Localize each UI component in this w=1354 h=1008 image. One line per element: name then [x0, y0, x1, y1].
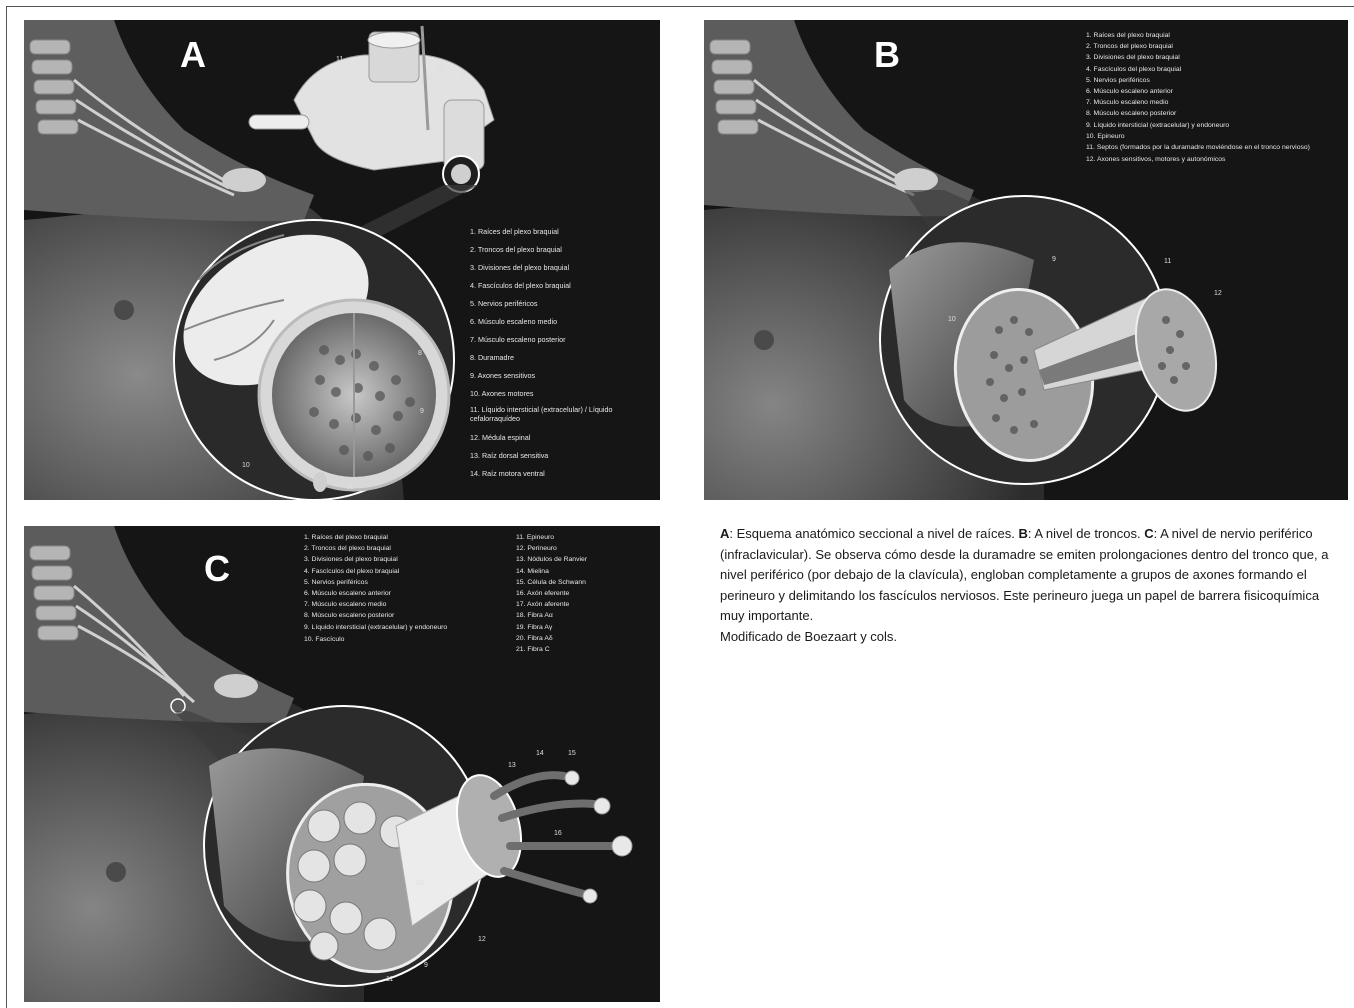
legend-item: 5. Nervios periféricos — [1086, 75, 1342, 86]
figure-caption: A: Esquema anatómico seccional a nivel d… — [720, 524, 1344, 647]
legend-item: 11. Septos (formados por la duramadre mo… — [1086, 143, 1342, 152]
panel-c-callout-12: 12 — [478, 936, 486, 943]
legend-item: 13. Raíz dorsal sensitiva — [470, 447, 650, 465]
legend-item: 2. Troncos del plexo braquial — [1086, 41, 1342, 52]
legend-item: 20. Fibra Aδ — [516, 633, 636, 644]
panel-c-callout-14: 14 — [536, 750, 544, 757]
page-frame-left — [6, 6, 7, 1008]
panel-a-callout-9: 9 — [420, 408, 424, 415]
legend-item: 15. Célula de Schwann — [516, 577, 636, 588]
legend-item: 10. Axones motores — [470, 385, 650, 403]
legend-item: 1. Raíces del plexo braquial — [304, 532, 490, 543]
panel-a-legend: 1. Raíces del plexo braquial 2. Troncos … — [470, 223, 650, 483]
legend-item: 18. Fibra Aα — [516, 610, 636, 621]
caption-text-b: : A nivel de troncos. — [1028, 526, 1144, 541]
legend-item: 7. Músculo escaleno medio — [304, 599, 490, 610]
panel-b-legend: 1. Raíces del plexo braquial 2. Troncos … — [1086, 30, 1342, 165]
caption-label-b: B — [1018, 526, 1027, 541]
panel-a-callout-11-top: 11 — [336, 56, 343, 63]
legend-item: 4. Fascículos del plexo braquial — [304, 566, 490, 577]
caption-label-a: A — [720, 526, 729, 541]
panel-b-callout-11: 11 — [1164, 258, 1171, 265]
legend-item: 7. Músculo escaleno posterior — [470, 331, 650, 349]
legend-item: 5. Nervios periféricos — [304, 577, 490, 588]
panel-b-letter: B — [874, 34, 900, 76]
legend-item: 10. Fascículo — [304, 634, 490, 645]
legend-item: 1. Raíces del plexo braquial — [470, 223, 650, 241]
legend-item: 12. Perineuro — [516, 543, 636, 554]
legend-item: 10. Epineuro — [1086, 131, 1342, 142]
panel-a-callout-11: 11 — [346, 484, 353, 491]
legend-item: 3. Divisiones del plexo braquial — [470, 259, 650, 277]
panel-c-callout-15: 15 — [568, 750, 576, 757]
legend-item: 13. Nódulos de Ranvier — [516, 554, 636, 565]
legend-item: 5. Nervios periféricos — [470, 295, 650, 313]
panel-b: B 9 10 11 12 1. Raíces del plexo braquia… — [704, 20, 1348, 500]
panel-b-callout-12: 12 — [1214, 290, 1222, 297]
legend-item: 9. Líquido intersticial (extracelular) y… — [1086, 120, 1342, 131]
legend-item: 17. Axón aferente — [516, 599, 636, 610]
legend-item: 1. Raíces del plexo braquial — [1086, 30, 1342, 41]
legend-item: 21. Fibra C — [516, 644, 636, 655]
legend-item: 11. Epineuro — [516, 532, 636, 543]
legend-item: 3. Divisiones del plexo braquial — [304, 554, 490, 565]
panel-c-callout-10: 10 — [416, 880, 424, 887]
panel-c-legend-left: 1. Raíces del plexo braquial 2. Troncos … — [304, 532, 490, 645]
panel-a-callout-8: 8 — [418, 350, 422, 357]
legend-item: 9. Líquido intersticial (extracelular) y… — [304, 623, 490, 632]
panel-c-callout-13: 13 — [508, 762, 516, 769]
panel-a-callout-8-top: 8 — [462, 72, 466, 79]
legend-item: 14. Raíz motora ventral — [470, 465, 650, 483]
legend-item: 16. Axón eferente — [516, 588, 636, 599]
panel-c-callout-11: 11 — [386, 976, 393, 983]
legend-item: 11. Líquido intersticial (extracelular) … — [470, 405, 650, 423]
legend-item: 12. Médula espinal — [470, 429, 650, 447]
legend-item: 2. Troncos del plexo braquial — [304, 543, 490, 554]
panel-a-letter: A — [180, 34, 206, 76]
panel-c-letter: C — [204, 548, 230, 590]
legend-item: 14. Mielina — [516, 566, 636, 577]
legend-item: 9. Axones sensitivos — [470, 367, 650, 385]
panel-c-callout-16: 16 — [554, 830, 562, 837]
legend-item: 12. Axones sensitivos, motores y autonóm… — [1086, 154, 1342, 165]
legend-item: 19. Fibra Aγ — [516, 622, 636, 633]
caption-body: A: Esquema anatómico seccional a nivel d… — [720, 524, 1344, 627]
legend-item: 4. Fascículos del plexo braquial — [470, 277, 650, 295]
panel-b-callout-9: 9 — [1052, 256, 1056, 263]
legend-item: 6. Músculo escaleno anterior — [1086, 86, 1342, 97]
page-frame-top — [6, 6, 1354, 7]
panel-b-callout-10: 10 — [948, 316, 956, 323]
panel-c-legend-right: 11. Epineuro 12. Perineuro 13. Nódulos d… — [516, 532, 636, 655]
panel-c: C 10 11 12 9 13 14 15 16 1. Raíces del p… — [24, 526, 660, 1002]
legend-item: 8. Duramadre — [470, 349, 650, 367]
legend-item: 3. Divisiones del plexo braquial — [1086, 52, 1342, 63]
panel-a-callout-13: 13 — [436, 64, 444, 71]
legend-item: 4. Fascículos del plexo braquial — [1086, 64, 1342, 75]
panel-c-callout-9: 9 — [424, 962, 428, 969]
panel-a-callout-10: 10 — [242, 462, 250, 469]
caption-source: Modificado de Boezaart y cols. — [720, 627, 1344, 648]
legend-item: 6. Músculo escaleno anterior — [304, 588, 490, 599]
legend-item: 7. Músculo escaleno medio — [1086, 97, 1342, 108]
legend-item: 2. Troncos del plexo braquial — [470, 241, 650, 259]
legend-item: 8. Músculo escaleno posterior — [1086, 108, 1342, 119]
panel-a: A 11 13 8 8 9 10 11 1. Raíces del plexo … — [24, 20, 660, 500]
caption-text-a: : Esquema anatómico seccional a nivel de… — [729, 526, 1018, 541]
legend-item: 6. Músculo escaleno medio — [470, 313, 650, 331]
legend-item: 8. Músculo escaleno posterior — [304, 610, 490, 621]
caption-label-c: C — [1144, 526, 1153, 541]
